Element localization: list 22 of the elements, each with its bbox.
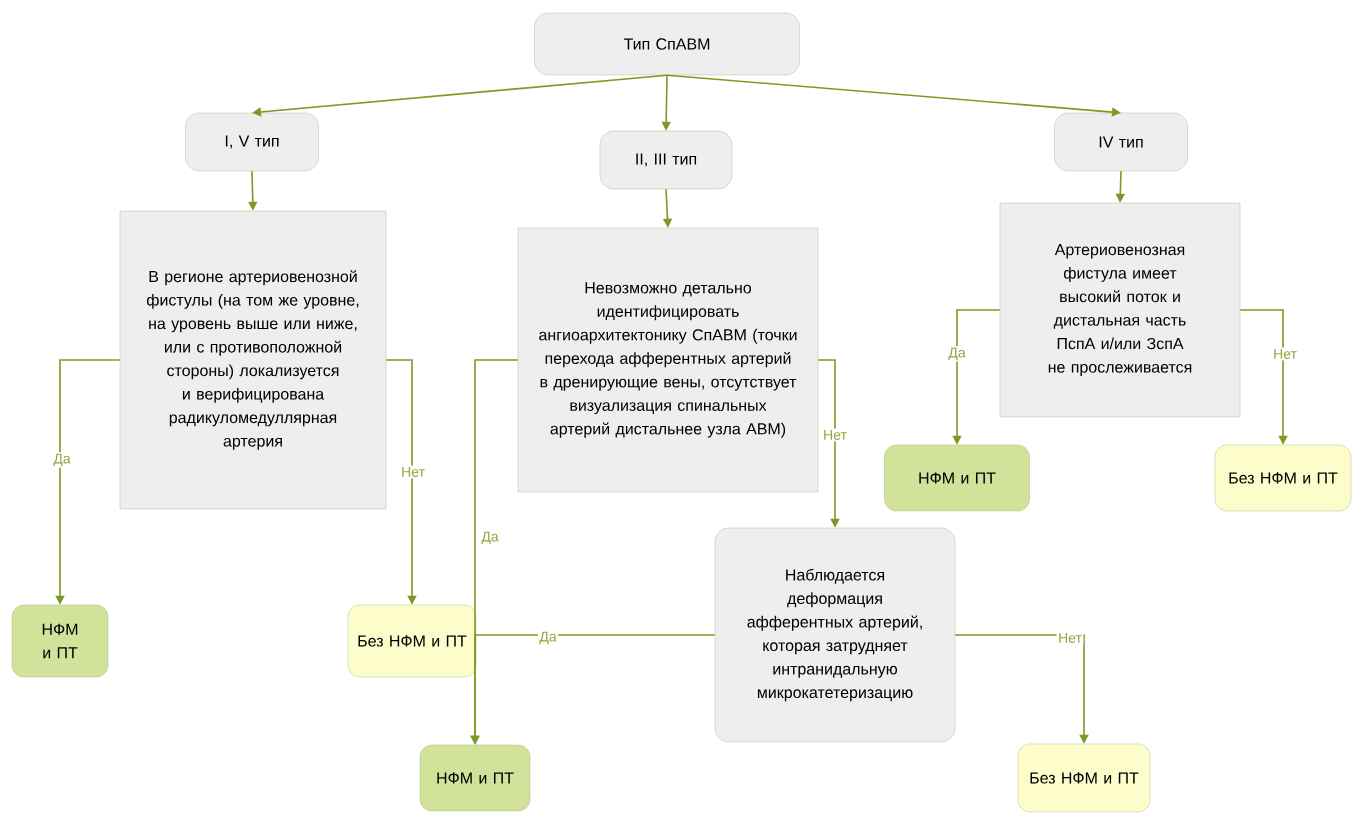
outcome-box: НФМ и ПТ xyxy=(11,604,109,678)
type-box: II, III тип xyxy=(599,130,733,190)
start-box: Тип СпАВМ xyxy=(534,12,800,76)
type-box: IV тип xyxy=(1054,112,1188,172)
outcome-box: Без НФМ и ПТ xyxy=(1017,743,1151,813)
edge-label: Нет xyxy=(399,465,427,479)
edge-label: Нет xyxy=(821,428,849,442)
outcome-box: НФМ и ПТ xyxy=(884,444,1030,512)
question-box: В регионе артериовенозной фистулы (на том же уровне, на уровень выше или ниже, или с противоположной стороны) локализуется и верифицирована радикуломедуллярная артерия xyxy=(119,210,387,510)
edge-label: Да xyxy=(946,346,968,362)
question-box: Невозможно детально идентифицировать ангиоархитектонику СпАВМ (точки перехода афферентных артерий в дренирующие вены, отсутствует визуализация спинальных артерий дистальнее узла АВМ) xyxy=(517,227,819,493)
type-box: I, V тип xyxy=(185,112,319,172)
outcome-box: Без НФМ и ПТ xyxy=(347,604,477,678)
edge-label: Да xyxy=(479,530,501,546)
question-box: Наблюдается деформация афферентных артерий, которая затрудняет интранидальную микрокатетеризацию xyxy=(714,527,956,743)
outcome-box: НФМ и ПТ xyxy=(419,744,531,812)
question-box: Артериовенозная фистула имеет высокий поток и дистальная часть ПспА и/или ЗспА не прослеживается xyxy=(999,202,1241,418)
edge-label: Нет xyxy=(1056,631,1084,645)
edge-label: Да xyxy=(51,452,73,468)
outcome-box: Без НФМ и ПТ xyxy=(1214,444,1352,512)
edge-label: Нет xyxy=(1271,347,1299,361)
edge-label: Да xyxy=(537,630,559,646)
